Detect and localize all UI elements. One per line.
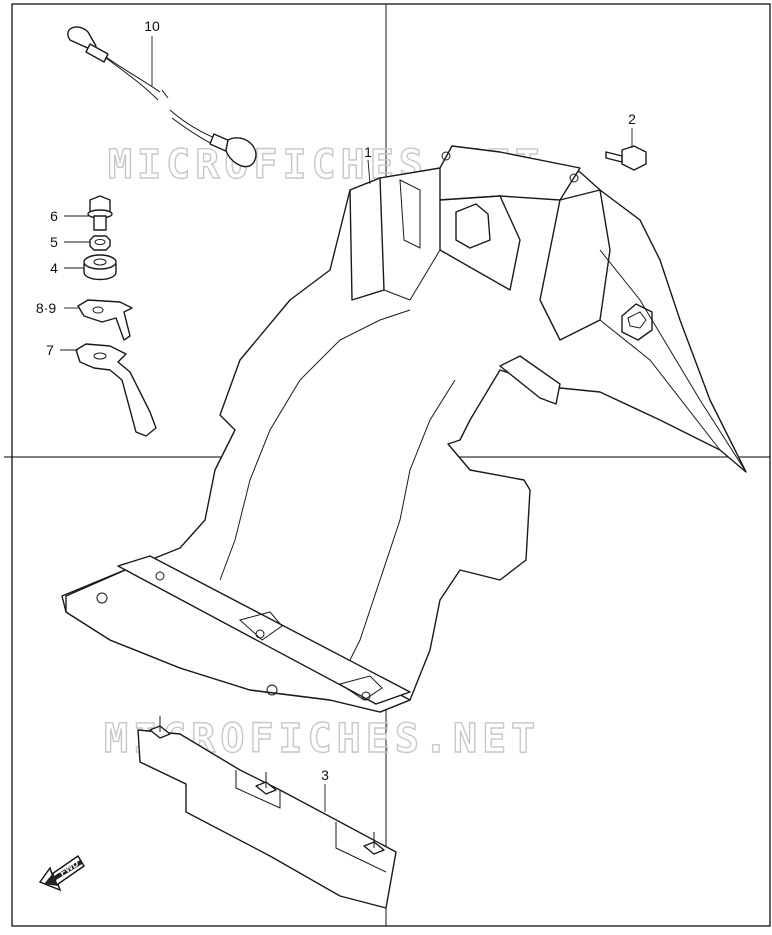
callout-1: 1	[364, 144, 372, 160]
callout-6: 6	[50, 208, 58, 224]
part-3-mud-guard	[137, 716, 397, 909]
part-2-screw	[605, 145, 647, 171]
part-6-bolt	[87, 195, 113, 231]
part-10-cable	[67, 26, 257, 168]
callout-5: 5	[50, 234, 58, 250]
callout-4: 4	[50, 260, 58, 276]
leader-lines	[60, 36, 633, 812]
part-5-nut	[89, 235, 111, 251]
callout-7: 7	[46, 342, 54, 358]
part-4-grommet	[83, 254, 117, 281]
callout-3: 3	[321, 767, 329, 783]
fwd-arrow-icon: FWD	[38, 854, 85, 892]
part-7-bracket	[75, 343, 157, 437]
callout-8-9: 8·9	[36, 300, 56, 316]
diagram-frame	[11, 3, 771, 927]
part-8-9-clip	[77, 299, 133, 341]
callout-2: 2	[628, 111, 636, 127]
part-1-rear-fender	[61, 145, 747, 713]
callout-10: 10	[144, 18, 160, 34]
